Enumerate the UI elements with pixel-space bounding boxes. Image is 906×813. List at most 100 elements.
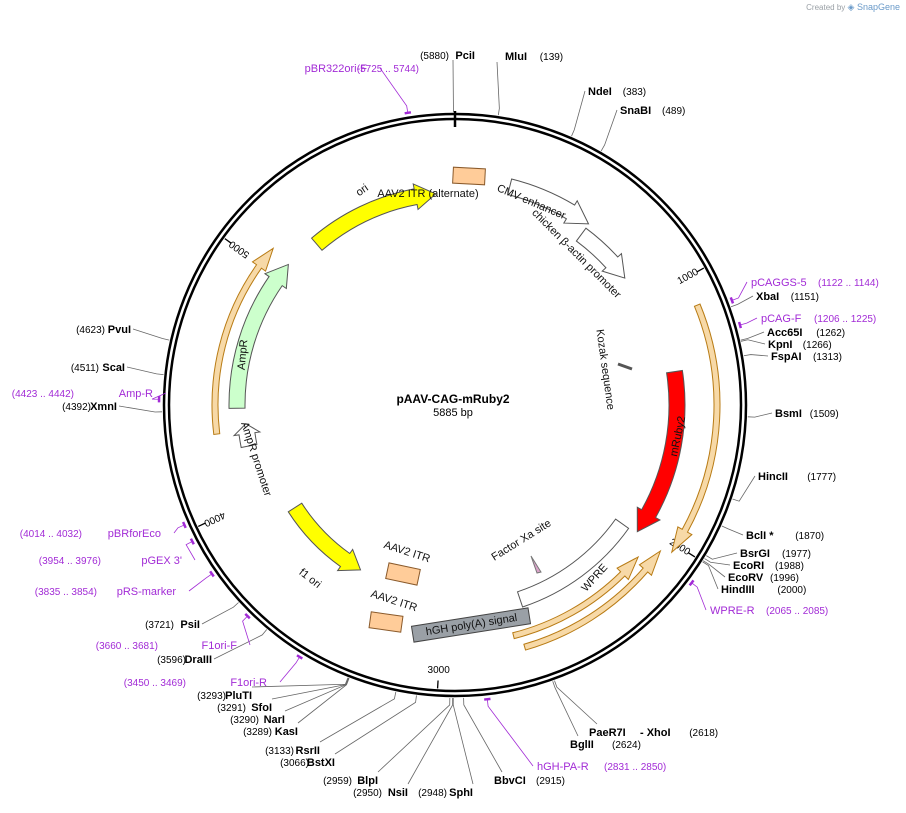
restriction-site[interactable]: PaeR7I (554, 680, 626, 739)
tick-mark (687, 552, 696, 558)
primer-mark (688, 579, 695, 587)
site-name: HindIII (721, 584, 755, 596)
restriction-site[interactable]: PciI(5880) (420, 50, 475, 113)
feature-kozak[interactable]: Kozak sequence (593, 328, 633, 411)
site-leader-line (600, 109, 618, 152)
restriction-site[interactable]: NsiI(2950) (353, 697, 454, 799)
restriction-site[interactable]: PluTI(3293) (197, 677, 349, 702)
restriction-site[interactable]: SnaBI(489) (600, 105, 685, 152)
restriction-site[interactable]: XbaI(1151) (730, 291, 819, 308)
feature-aav2-itr-2[interactable]: AAV2 ITR (382, 539, 432, 586)
primer-site[interactable]: pBR322ori-F(5725 .. 5744) (305, 63, 419, 115)
primer-site[interactable]: pGEX 3'(3954 .. 3976) (39, 538, 196, 567)
tick-mark (696, 267, 705, 273)
site-leader-line (407, 697, 454, 785)
restriction-site[interactable]: BlpI(2959) (323, 697, 451, 787)
site-name: - XhoI (640, 727, 671, 739)
feature-f1-ori[interactable]: f1 ori (287, 502, 362, 591)
site-position: (3290) (230, 715, 259, 726)
restriction-site[interactable]: BsmI(1509) (747, 408, 839, 420)
primer-site[interactable]: pCAGGS-5(1122 .. 1144) (729, 277, 879, 304)
restriction-site[interactable]: Acc65I(1262) (740, 327, 845, 341)
site-name: PluTI (225, 690, 252, 702)
restriction-site[interactable]: RsrII(3133) (265, 691, 397, 757)
restriction-site[interactable]: FspAI(1313) (743, 351, 842, 363)
primer-name: F1ori-R (230, 677, 267, 689)
primer-leader-line (185, 541, 196, 561)
site-name: MluI (505, 51, 527, 63)
restriction-site[interactable]: HincII(1777) (732, 471, 837, 502)
primer-site[interactable]: F1ori-F(3660 .. 3681) (96, 612, 251, 652)
feature-arrow-shape (228, 263, 289, 409)
primer-site[interactable]: pCAG-F(1206 .. 1225) (737, 313, 876, 329)
kozak-mark (617, 362, 633, 371)
restriction-site[interactable]: BsrGI(1977) (706, 548, 811, 560)
restriction-site[interactable]: XmnI(4392) (62, 401, 163, 413)
restriction-site[interactable]: DraIII(3596) (157, 629, 268, 666)
primer-mark (296, 654, 304, 660)
site-leader-line (732, 475, 756, 502)
primer-site[interactable]: Amp-R(4423 .. 4442) (12, 388, 167, 403)
polya-box (410, 607, 532, 643)
restriction-site[interactable]: - XhoI(2618) (640, 727, 718, 739)
feature-ampr-promoter[interactable]: AmpR promoter (232, 420, 274, 498)
primer-mark (404, 111, 412, 115)
site-position: (383) (623, 87, 646, 98)
feature-aav2-itr-alt[interactable]: AAV2 ITR (alternate) (377, 166, 486, 200)
restriction-site[interactable]: BstXI(3066) (280, 695, 417, 769)
site-leader-line (554, 680, 598, 725)
restriction-site[interactable]: BbvCI(2915) (463, 697, 565, 787)
primer-mark (729, 297, 735, 304)
restriction-site[interactable]: PsiI(3721) (145, 602, 239, 631)
primer-sites: pBR322ori-F(5725 .. 5744) pCAGGS-5(1122 .… (12, 63, 879, 773)
restriction-site[interactable]: ScaI(4511) (71, 362, 164, 376)
site-position: (1151) (791, 292, 819, 303)
restriction-site[interactable]: SfoI(3291) (217, 677, 349, 714)
feature-factor-xa[interactable]: Factor Xa site (489, 517, 553, 574)
feature-mruby2[interactable]: mRuby2 (636, 369, 688, 533)
site-position: (3289) (243, 727, 272, 738)
feature-ori[interactable]: ori (310, 182, 437, 251)
site-leader-line (747, 412, 773, 418)
site-position: (1988) (775, 561, 804, 572)
primer-mark (244, 612, 251, 620)
site-leader-line (740, 339, 766, 345)
restriction-site[interactable]: KpnI(1266) (740, 339, 832, 351)
feature-hgh-polya[interactable]: hGH poly(A) signal (410, 607, 532, 643)
site-leader-line (496, 61, 500, 116)
orf-arrow (512, 555, 640, 640)
factor-xa-mark (530, 555, 542, 574)
primer-leader-line (379, 67, 409, 113)
restriction-site[interactable]: EcoRI (1988) (704, 558, 804, 572)
restriction-site[interactable]: SphI(2948) (418, 697, 474, 799)
feature-aav2-itr-1[interactable]: AAV2 ITR (368, 588, 419, 633)
primer-site[interactable]: F1ori-R(3450 .. 3469) (124, 654, 304, 689)
restriction-site[interactable]: EcoRV(1996) (702, 560, 799, 584)
primer-name: pCAGGS-5 (751, 277, 807, 289)
site-leader-line (702, 560, 726, 578)
site-leader-line (702, 561, 719, 590)
restriction-sites: PciI(5880) MluI(139)NdeI(383)SnaBI(489) Xb… (62, 50, 845, 799)
feature-label-f1-ori: f1 ori (297, 566, 324, 591)
site-position: (3293) (197, 691, 226, 702)
site-name: EcoRI (733, 560, 764, 572)
orf-arrows (211, 247, 721, 651)
site-name: BbvCI (494, 775, 526, 787)
restriction-site[interactable]: BclI *(1870) (721, 525, 824, 542)
restriction-site[interactable]: NdeI(383) (571, 86, 647, 137)
primer-site[interactable]: pRS-marker(3835 .. 3854) (35, 570, 215, 598)
restriction-site[interactable]: MluI(139) (496, 51, 563, 116)
feature-ampr[interactable]: AmpR (228, 263, 289, 409)
primer-leader-line (173, 524, 185, 534)
primer-mark (209, 570, 215, 578)
primer-site[interactable]: hGH-PA-R(2831 .. 2850) (484, 697, 666, 773)
site-position: (5880) (420, 51, 449, 62)
site-position: (1266) (803, 340, 832, 351)
primer-site[interactable]: pBRforEco(4014 .. 4032) (20, 521, 187, 540)
plasmid-title-block: pAAV-CAG-mRuby2 5885 bp (396, 392, 509, 419)
restriction-site[interactable]: HindIII(2000) (702, 561, 807, 596)
primer-site[interactable]: WPRE-R(2065 .. 2085) (688, 579, 829, 617)
restriction-site[interactable]: PvuI(4623) (76, 324, 170, 341)
site-name: SphI (449, 787, 473, 799)
restriction-site[interactable]: BglII(2624) (552, 681, 641, 751)
